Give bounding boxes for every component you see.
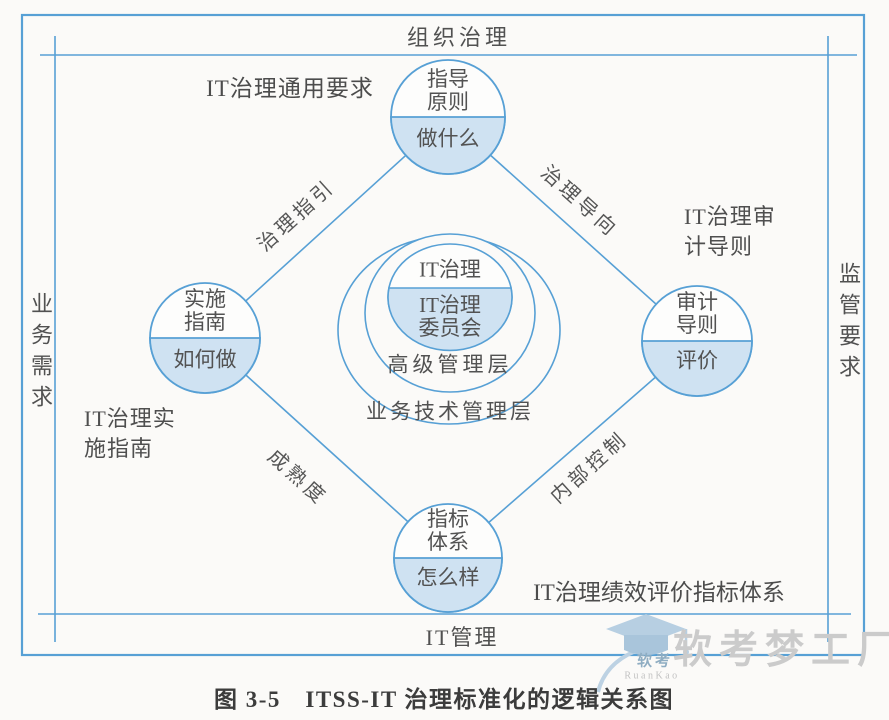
watermark-logo-subtext: RuanKao	[624, 670, 680, 682]
graduation-cap-icon	[596, 614, 689, 693]
figure-caption: 图 3-5 ITSS-IT 治理标准化的逻辑关系图	[213, 687, 675, 712]
node-left-title: 实施指南	[184, 287, 226, 334]
node-left-subtitle: 如何做	[173, 347, 237, 372]
inner-frame-lines	[38, 36, 857, 642]
outer-border	[20, 13, 866, 657]
node-top-title: 指导原则	[427, 67, 469, 114]
node-top-subtitle: 做什么	[416, 126, 480, 151]
center-it-governance-committee: IT治理委员会	[418, 293, 482, 340]
center-ellipses	[337, 233, 561, 425]
watermark-brand-text: 软考梦工厂	[672, 629, 889, 672]
frame-label-top: 组织治理	[406, 25, 512, 50]
label-audit-guideline: IT治理审计导则	[684, 204, 776, 259]
frame-label-left: 业务需求	[28, 292, 53, 416]
frame-label-bottom: IT管理	[425, 625, 499, 650]
label-performance-indicator-system: IT治理绩效评价指标体系	[533, 580, 785, 605]
center-it-governance: IT治理	[419, 257, 481, 282]
node-right-subtitle: 评价	[676, 348, 718, 373]
center-senior-management: 高级管理层	[387, 352, 513, 377]
frame-label-right: 监管要求	[836, 262, 861, 386]
node-bottom-subtitle: 怎么样	[416, 565, 480, 590]
center-business-tech-management: 业务技术管理层	[366, 399, 534, 424]
watermark-logo-text: 软考	[636, 653, 674, 670]
label-implementation-guide: IT治理实施指南	[84, 406, 176, 461]
node-circles	[149, 59, 753, 613]
label-general-requirements: IT治理通用要求	[206, 76, 374, 101]
node-right-title: 审计导则	[676, 290, 718, 337]
committee-fill	[387, 287, 513, 352]
node-bottom-title: 指标体系	[427, 507, 469, 554]
